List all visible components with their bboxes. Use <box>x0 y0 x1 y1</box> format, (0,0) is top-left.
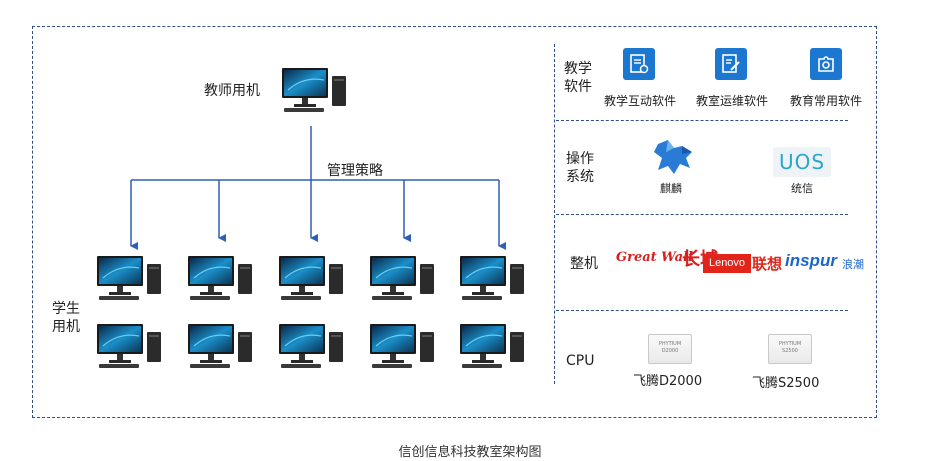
student-computer <box>368 322 440 374</box>
student-computer <box>458 322 530 374</box>
cpu-item-label: 飞腾S2500 <box>752 376 820 391</box>
cpu-chip-icon: PHYTIUM S2500 <box>768 334 812 364</box>
student-computer <box>95 322 167 374</box>
os-row-label: 操作 系统 <box>566 151 594 185</box>
stack-divider <box>556 310 848 311</box>
lenovo-logo-cn: 联想 <box>752 255 783 273</box>
student-computer <box>368 254 440 306</box>
cpu-item-label: 飞腾D2000 <box>633 374 703 389</box>
stack-divider <box>556 214 848 215</box>
document-edit-icon <box>715 48 747 80</box>
lenovo-logo: Lenovo <box>703 254 751 273</box>
os-item-label: 统信 <box>791 182 813 195</box>
greatwall-logo: Great Wall <box>616 250 693 265</box>
teacher-computer <box>280 66 352 118</box>
puzzle-gear-icon <box>810 48 842 80</box>
cpu-row-label: CPU <box>566 353 595 369</box>
student-computer <box>277 254 349 306</box>
student-computer <box>277 322 349 374</box>
student-computer <box>95 254 167 306</box>
os-item-label: 麒麟 <box>660 182 682 195</box>
stack-divider <box>556 120 848 121</box>
cpu-chip-icon: PHYTIUM D2000 <box>648 334 692 364</box>
student-label: 学生 用机 <box>52 301 80 335</box>
document-settings-icon <box>623 48 655 80</box>
software-item-label: 教学互动软件 <box>604 94 677 108</box>
teacher-label: 教师用机 <box>204 83 260 99</box>
software-item-label: 教育常用软件 <box>790 94 863 108</box>
machine-row-label: 整机 <box>570 256 598 272</box>
student-computer <box>458 254 530 306</box>
uos-logo: UOS <box>773 147 831 177</box>
section-divider <box>554 44 555 384</box>
inspur-logo: inspur <box>785 251 837 270</box>
software-item-label: 教室运维软件 <box>696 94 769 108</box>
software-row-label: 教学 软件 <box>564 61 592 95</box>
diagram-frame <box>32 26 877 418</box>
policy-label: 管理策略 <box>327 163 383 179</box>
student-computer <box>186 322 258 374</box>
diagram-caption: 信创信息科技教室架构图 <box>398 445 542 460</box>
student-computer <box>186 254 258 306</box>
inspur-logo-cn: 浪潮 <box>842 258 864 271</box>
kylin-logo <box>654 140 692 174</box>
